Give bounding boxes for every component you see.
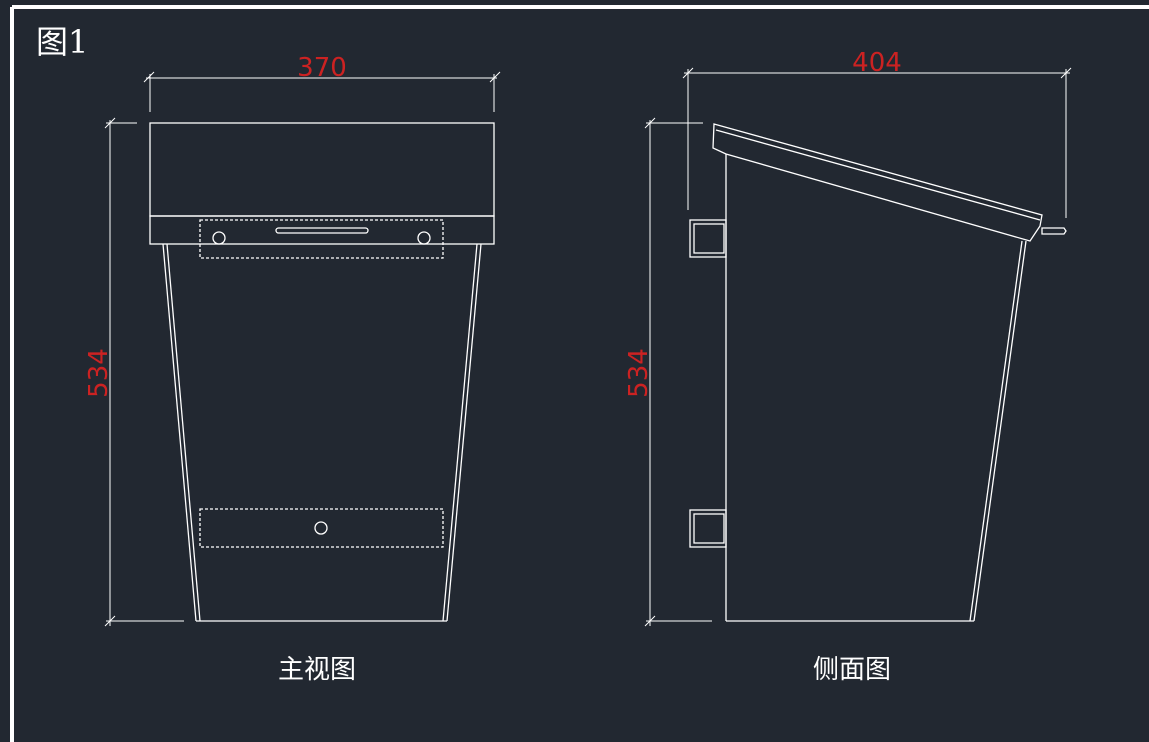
side-hinge-pin (1041, 227, 1067, 235)
front-screw-left (212, 231, 226, 245)
side-height-value: 534 (624, 348, 654, 398)
side-bracket-lower-inner (693, 513, 725, 544)
side-view-label: 侧面图 (813, 655, 892, 685)
front-access-door (199, 508, 444, 548)
side-height-dimension (644, 117, 712, 627)
front-width-value: 370 (297, 53, 347, 83)
front-width-dimension (143, 71, 501, 112)
side-view (689, 123, 1067, 622)
side-sloped-lid (712, 123, 1043, 242)
front-door-lock (314, 521, 328, 535)
side-bracket-upper (689, 219, 727, 258)
side-width-value: 404 (852, 48, 902, 78)
front-height-dimension (104, 117, 184, 627)
figure-label: 图1 (36, 23, 89, 61)
side-width-dimension (682, 67, 1072, 218)
front-lid-band (149, 215, 495, 245)
front-height-value: 534 (84, 348, 114, 398)
side-bracket-upper-inner (693, 223, 725, 254)
drawing-frame (10, 5, 1149, 742)
side-bracket-lower (689, 509, 727, 548)
front-slot-plate (199, 219, 444, 259)
front-view-label: 主视图 (278, 655, 357, 685)
front-lid (149, 122, 495, 217)
front-screw-right (417, 231, 431, 245)
front-mail-slot (275, 227, 369, 234)
front-view (149, 122, 495, 622)
